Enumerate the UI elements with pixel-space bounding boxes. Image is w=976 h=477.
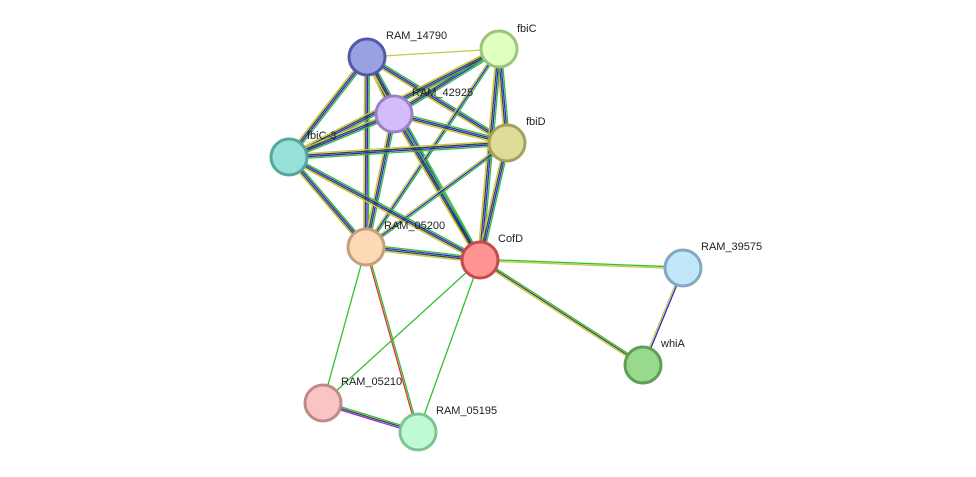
edge-channel-dark — [366, 57, 507, 145]
edge-channel-blue — [366, 114, 396, 248]
edge-ram-42925-ram-05200 — [363, 113, 397, 248]
edge-channel-blue — [367, 55, 508, 143]
edge-fbid-cofd — [477, 142, 510, 261]
edge-channel-red — [364, 247, 418, 433]
edge-cofd-ram-39575 — [479, 258, 684, 270]
node-label-ram-42925: RAM_42925 — [412, 87, 473, 99]
edge-channel-green — [481, 143, 510, 261]
node-ram-14790[interactable] — [347, 37, 387, 77]
edge-channel-yellow — [286, 55, 366, 156]
node-label-ram-05195: RAM_05195 — [436, 405, 497, 417]
edge-channel-blue — [394, 113, 482, 260]
edge-channel-yellow — [364, 141, 507, 247]
edge-channel-green — [367, 54, 509, 142]
edge-channel-yellow — [477, 142, 506, 260]
node-label-ram-05200: RAM_05200 — [384, 220, 445, 232]
node-label-whia: whiA — [660, 338, 686, 350]
edge-channel-dark — [288, 141, 507, 157]
node-ram-39575[interactable] — [663, 248, 703, 288]
edge-channel-green — [394, 50, 501, 117]
edge-channel-dark — [288, 157, 480, 262]
edge-channel-green — [367, 114, 397, 248]
edge-channel-yellow — [287, 158, 480, 263]
edge-channel-yellow — [478, 260, 643, 367]
label-layer: RAM_14790 fbiC RAM_42925 fbiD fbiC-3RAM_0520… — [307, 23, 762, 417]
edge-channel-yellow — [476, 48, 498, 260]
edge-fbid-fbic-3 — [288, 139, 508, 161]
edge-channel-dark — [392, 114, 480, 261]
edge-channel-yellow — [479, 260, 683, 270]
edge-channel-yellow — [288, 139, 507, 156]
edge-channel-yellow — [363, 113, 393, 247]
node-label-ram-05210: RAM_05210 — [341, 376, 402, 388]
edge-channel-dark — [478, 142, 507, 260]
edge-channel-green — [395, 112, 483, 260]
edge-channel-dark — [287, 157, 366, 248]
node-label-fbid: fbiD — [526, 116, 546, 128]
edge-channel-green — [366, 143, 509, 249]
edge-cofd-whia — [478, 258, 645, 367]
edge-channel-blue — [289, 156, 368, 247]
edge-layer — [286, 46, 685, 435]
edge-channel-yellow — [391, 114, 479, 262]
edge-channel-yellow — [286, 158, 365, 249]
edge-channel-green — [394, 111, 508, 142]
node-label-cofd: CofD — [498, 233, 523, 245]
edge-channel-green — [322, 259, 481, 404]
node-layer — [269, 29, 703, 452]
edge-cofd-ram-05195 — [417, 259, 481, 433]
edge-channel-green — [289, 144, 508, 161]
node-fbic[interactable] — [479, 29, 519, 69]
edge-channel-green — [367, 57, 371, 248]
edge-cofd-ram-05210 — [322, 259, 481, 404]
edge-ram-14790-fbic — [366, 48, 500, 58]
edge-channel-yellow — [393, 115, 507, 146]
edge-ram-14790-fbic-3 — [286, 55, 370, 159]
node-fbid[interactable] — [487, 123, 527, 163]
edge-fbid-ram-05200 — [364, 141, 509, 249]
edge-fbic-3-cofd — [287, 154, 482, 263]
edge-channel-blue — [480, 143, 509, 261]
edge-fbic-3-ram-05200 — [286, 155, 369, 249]
edge-channel-dark — [479, 259, 644, 366]
edge-channel-blue — [365, 142, 508, 248]
node-cofd[interactable] — [460, 240, 500, 280]
edge-channel-blue — [289, 57, 369, 158]
node-label-ram-14790: RAM_14790 — [386, 30, 447, 42]
edge-channel-green — [322, 246, 367, 404]
edge-channel-blue — [289, 143, 508, 159]
edge-channel-dark — [287, 56, 367, 157]
edge-channel-blue — [366, 57, 369, 248]
edge-channel-green — [480, 258, 645, 365]
edge-channel-green — [417, 259, 481, 433]
edge-channel-green — [290, 58, 370, 159]
edge-channel-yellow — [366, 48, 500, 58]
edge-channel-dark — [364, 56, 367, 247]
node-ram-05200[interactable] — [346, 227, 386, 267]
node-whia[interactable] — [623, 345, 663, 385]
edge-channel-yellow — [365, 58, 507, 146]
node-ram-05195[interactable] — [398, 412, 438, 452]
edge-ram-14790-fbid — [365, 54, 509, 146]
edge-channel-green — [289, 154, 482, 259]
edge-channel-blue — [289, 155, 481, 260]
node-label-ram-39575: RAM_39575 — [701, 241, 762, 253]
node-ram-05210[interactable] — [303, 383, 343, 423]
node-fbic-3[interactable] — [269, 137, 309, 177]
edge-ram-42925-cofd — [391, 112, 483, 262]
edge-channel-dark — [364, 113, 394, 247]
node-label-fbic-3: fbiC-3 — [307, 130, 336, 142]
node-ram-42925[interactable] — [374, 94, 414, 134]
edge-ram-05200-ram-05210 — [322, 246, 367, 404]
node-label-fbic: fbiC — [517, 23, 537, 35]
edge-channel-green — [290, 155, 369, 246]
edge-channel-green — [480, 258, 684, 268]
